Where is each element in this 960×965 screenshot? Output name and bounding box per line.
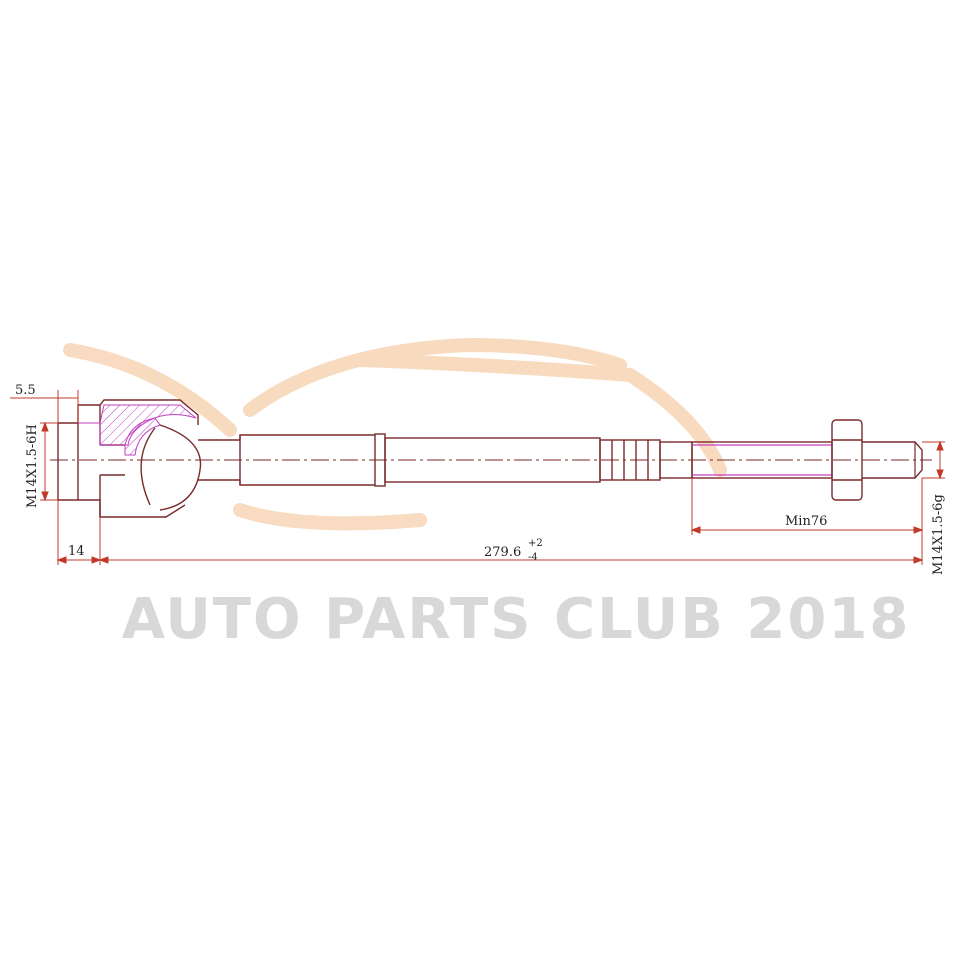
bearing-hatch — [124, 417, 161, 456]
ball-offset-label: 5.5 — [15, 383, 36, 398]
tolerance-lower-label: -4 — [528, 552, 538, 563]
watermark-logo — [63, 337, 727, 531]
min-thread-length-label: Min76 — [785, 514, 827, 529]
watermark-text: AUTO PARTS CLUB 2018 — [122, 587, 911, 652]
ball-stud — [140, 424, 202, 511]
dimension-labels: 5.5 M14X1.5-6H 14 279.6 +2 -4 Min76 M14X… — [15, 383, 946, 575]
outer-thread-label: M14X1.5-6g — [931, 494, 946, 575]
tolerance-upper-label: +2 — [528, 538, 543, 549]
housing-length-label: 14 — [68, 544, 85, 559]
dimension-lines — [10, 390, 945, 565]
inner-thread-label: M14X1.5-6H — [25, 424, 40, 508]
inner-rod — [198, 433, 693, 487]
lock-nut — [831, 419, 863, 501]
overall-length-label: 279.6 — [484, 545, 521, 560]
